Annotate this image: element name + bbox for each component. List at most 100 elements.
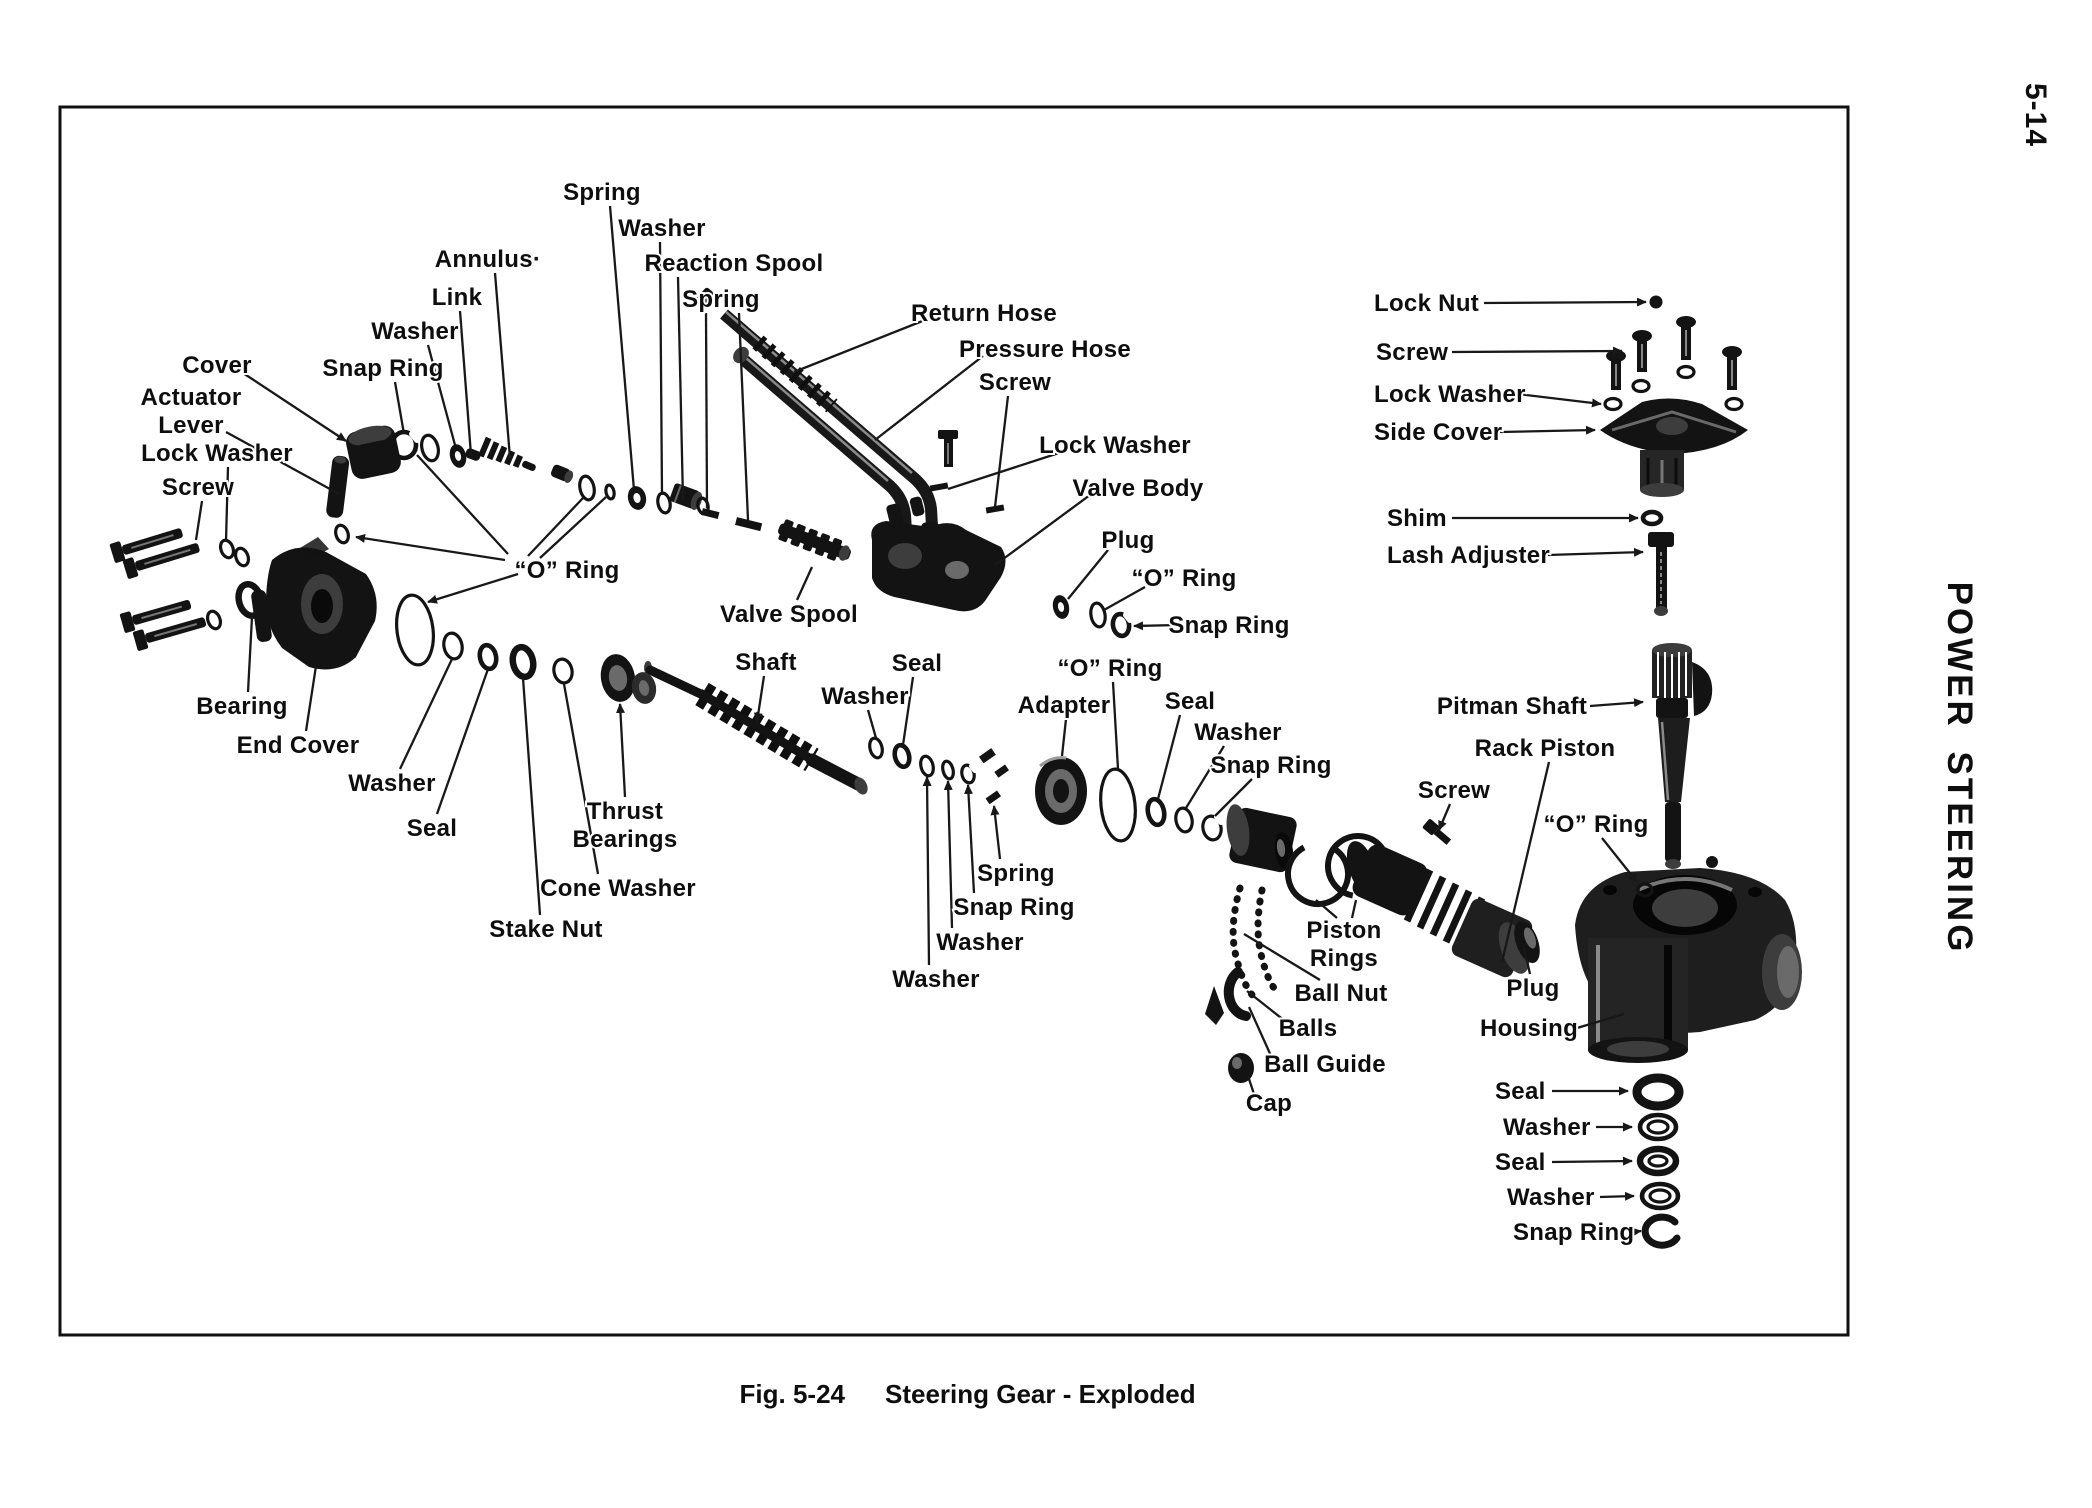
part-label: Washer xyxy=(892,966,980,993)
leader-line xyxy=(990,805,1002,860)
part-label: Shaft xyxy=(735,649,797,676)
leader-line xyxy=(615,703,627,798)
part-label: Snap Ring xyxy=(322,355,443,382)
leader-line xyxy=(458,310,473,456)
housing-o-ring-drawing xyxy=(1636,882,1654,898)
leader-line xyxy=(1631,1227,1642,1237)
leader-line xyxy=(676,276,685,501)
leader-line xyxy=(1243,933,1321,981)
parts-drawing xyxy=(109,287,1802,1249)
leader-line xyxy=(1133,621,1179,631)
leader-line xyxy=(874,355,984,441)
leader-line xyxy=(304,665,318,732)
part-label: Washer xyxy=(371,318,459,345)
leader-line xyxy=(398,658,454,770)
leader-line xyxy=(1247,1006,1274,1059)
shaft-seal-row-drawing xyxy=(868,736,1010,805)
valve-body-screw-drawing xyxy=(938,430,958,467)
rack-screw-drawing xyxy=(1422,819,1452,845)
leader-line xyxy=(964,784,976,894)
ball-guide-clamp-drawing xyxy=(1205,986,1224,1025)
spring-drawing xyxy=(735,517,763,532)
part-label: Ball Guide xyxy=(1264,1051,1386,1078)
ball-guide-drawing xyxy=(1205,967,1254,1083)
lash-adjuster-drawing xyxy=(1648,532,1674,616)
leader-line xyxy=(994,494,1091,566)
pitman-shaft-drawing xyxy=(1652,643,1713,869)
leader-line xyxy=(922,776,932,966)
leader-line xyxy=(943,780,954,929)
leader-line xyxy=(947,450,1063,491)
shaft-drawing xyxy=(644,661,868,795)
leader-line xyxy=(1599,1191,1635,1201)
part-label: Housing xyxy=(1480,1015,1578,1042)
cap-drawing xyxy=(1228,1053,1254,1083)
actuator-lever-drawing xyxy=(326,455,350,518)
part-label: Washer xyxy=(1507,1184,1595,1211)
part-label: Snap Ring xyxy=(1210,752,1331,779)
part-label: Snap Ring xyxy=(1513,1219,1634,1246)
part-label: Plug xyxy=(1506,975,1559,1002)
leader-line xyxy=(608,205,636,491)
adapter-drawing xyxy=(1035,756,1224,843)
section-side-title: POWER STEERING xyxy=(1940,582,1979,955)
part-label: Cap xyxy=(1246,1090,1292,1117)
part-label: Rack Piston xyxy=(1475,735,1616,762)
leader-line xyxy=(527,497,584,557)
part-label: Spring xyxy=(563,179,641,206)
part-label: Spring xyxy=(977,860,1055,887)
leader-line xyxy=(416,454,509,555)
leader-line xyxy=(1499,425,1596,435)
valve-body-drawing xyxy=(871,430,1133,639)
part-label: Lash Adjuster xyxy=(1387,542,1550,569)
part-label: Lock Nut xyxy=(1374,290,1479,317)
end-cover-drawing xyxy=(251,537,377,670)
part-label: Snap Ring xyxy=(1168,612,1289,639)
leader-line xyxy=(1103,585,1146,612)
leader-line xyxy=(1315,899,1338,919)
part-label: “O” Ring xyxy=(1543,811,1648,838)
part-label: Screw xyxy=(162,474,234,501)
shim-drawing xyxy=(1640,509,1664,527)
thrust-bearing-row-drawing xyxy=(395,593,657,704)
leader-line xyxy=(1246,1075,1256,1095)
o-ring-small-left-drawing xyxy=(334,523,350,545)
part-label: Screw xyxy=(1376,339,1448,366)
part-label: Valve Spool xyxy=(720,601,858,628)
snap-ring-bottom-drawing xyxy=(1641,1213,1681,1249)
part-label: Bearing xyxy=(196,693,287,720)
part-label: Annulus· xyxy=(435,246,541,273)
part-label: Stake Nut xyxy=(489,916,602,943)
leader-line xyxy=(866,709,878,739)
leader-line xyxy=(426,344,457,446)
leader-line xyxy=(1067,549,1109,600)
leader-line xyxy=(435,668,490,815)
leader-line xyxy=(562,683,600,875)
leader-line xyxy=(1246,990,1286,1022)
part-label: Return Hose xyxy=(911,300,1057,327)
leader-line xyxy=(1547,547,1644,557)
leader-line xyxy=(901,676,915,746)
figure-border xyxy=(58,105,1850,1337)
page-number: 5-14 xyxy=(2019,83,2052,147)
leader-line xyxy=(355,533,506,562)
leader-line xyxy=(246,616,254,693)
part-label: Seal xyxy=(892,650,943,677)
leader-lines xyxy=(194,205,1647,1237)
part-label: Washer xyxy=(618,215,706,242)
lock-nut-drawing xyxy=(1649,295,1663,309)
part-label: Cone Washer xyxy=(540,875,696,902)
part-label: Seal xyxy=(1165,688,1216,715)
part-label: Pressure Hose xyxy=(959,336,1131,363)
part-label: Washer xyxy=(821,683,909,710)
leader-line xyxy=(1185,745,1225,809)
part-label: Cover xyxy=(182,352,252,379)
leader-line xyxy=(393,381,406,435)
leader-line xyxy=(1156,714,1182,800)
housing-drawing xyxy=(1575,856,1802,1063)
leader-line xyxy=(704,312,709,509)
